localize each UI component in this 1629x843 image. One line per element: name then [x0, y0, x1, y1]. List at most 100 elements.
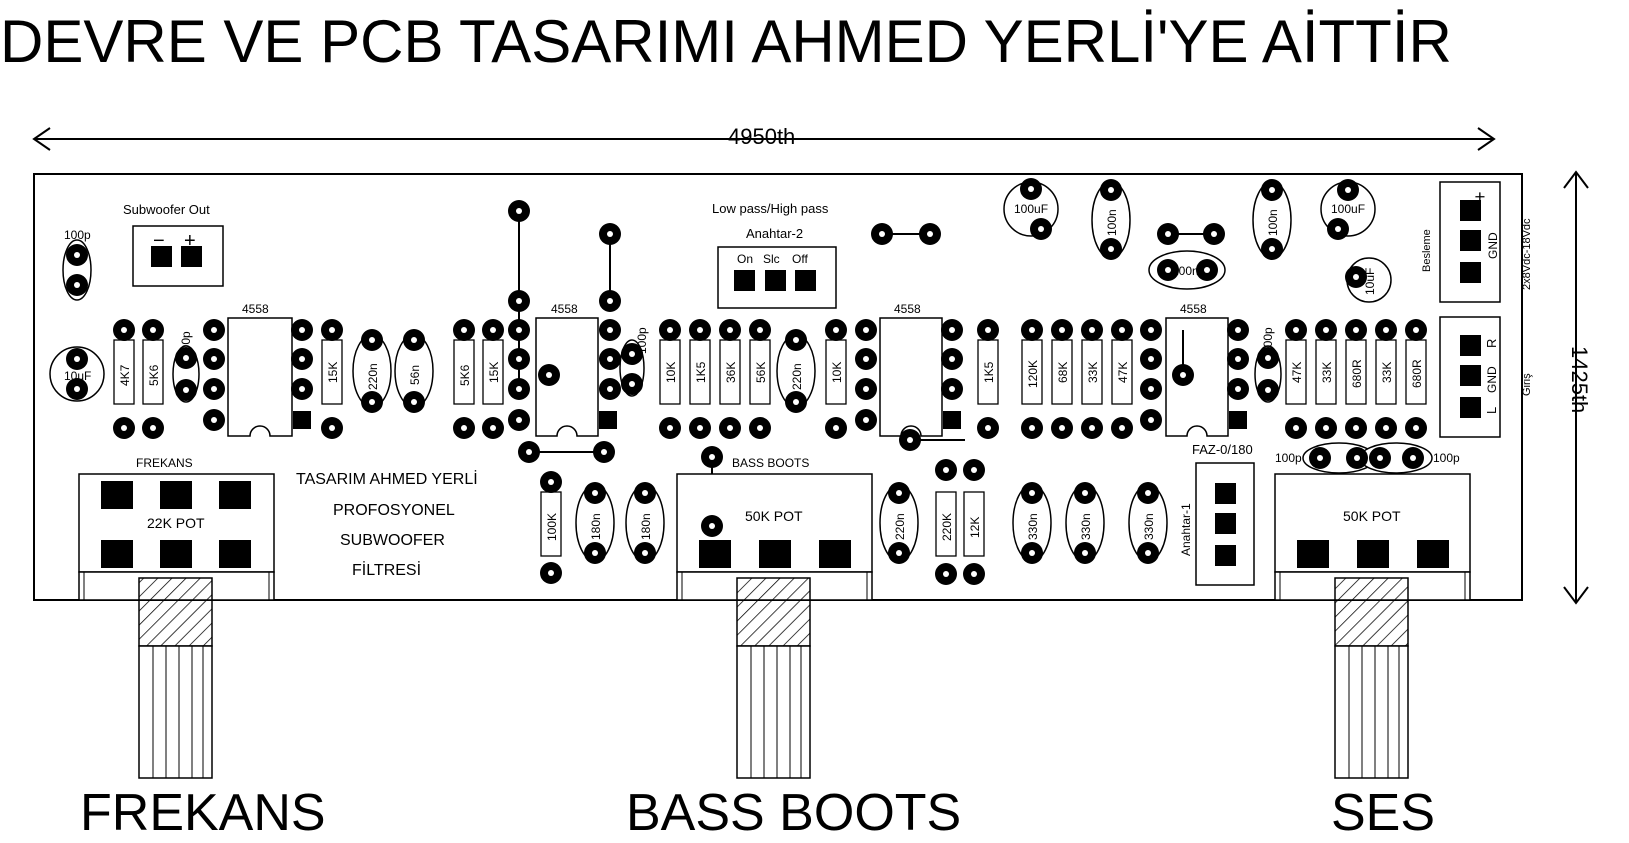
solder-pad-hole	[667, 327, 673, 333]
mode-switch-off: Off	[792, 252, 808, 266]
solder-pad-hole	[1165, 267, 1171, 273]
solder-pad-hole	[697, 425, 703, 431]
solder-pad-hole	[183, 355, 189, 361]
solder-pad-hole	[757, 425, 763, 431]
r-56k-label: 56K	[754, 362, 768, 383]
solder-pad-hole	[592, 550, 598, 556]
input-pin-gnd: GND	[1485, 366, 1499, 393]
power-voltage: 2x8Vdc-18Vdc	[1521, 218, 1533, 290]
ic-2-label: 4558	[551, 302, 578, 316]
solder-pad-hole	[833, 425, 839, 431]
solder-pad-hole	[1165, 231, 1171, 237]
pot-2-caption: BASS BOOTS	[626, 784, 961, 842]
solder-pad-hole	[1108, 187, 1114, 193]
solder-pad-hole	[896, 550, 902, 556]
solder-pad-hole	[642, 490, 648, 496]
solder-pad-hole	[74, 282, 80, 288]
solder-pad-hole	[727, 425, 733, 431]
solder-pad-hole	[299, 327, 305, 333]
designer-note-line-3: SUBWOOFER	[340, 532, 445, 549]
solder-pad-hole	[863, 417, 869, 423]
height-dimension-label: 1425th	[1567, 346, 1592, 413]
solder-pad-hole	[642, 550, 648, 556]
potentiometer-1: FREKANS 22K POT FREKANS	[78, 456, 326, 842]
solder-pad-hole	[1323, 327, 1329, 333]
solder-pad-hole	[971, 467, 977, 473]
mode-switch-on: On	[737, 252, 753, 266]
solder-pad-hole	[1145, 550, 1151, 556]
solder-pad-hole	[1353, 327, 1359, 333]
ic-1: 4558	[227, 302, 293, 437]
solder-pad-hole	[949, 356, 955, 362]
solder-pad-hole	[211, 327, 217, 333]
c-330n-label-a: 330n	[1026, 513, 1040, 540]
solder-pad-hole	[757, 327, 763, 333]
c-180n-label-b: 180n	[639, 513, 653, 540]
input-pin-l: L	[1484, 407, 1499, 414]
potentiometer-2: BASS BOOTS 50K POT BASS BOOTS	[626, 456, 961, 842]
ic-3: 4558	[879, 302, 943, 437]
solder-pad-hole	[1353, 425, 1359, 431]
ic-4: 4558	[1165, 302, 1229, 437]
solder-pad-hole	[1082, 550, 1088, 556]
c-220n-label-c: 220n	[893, 513, 907, 540]
pot-2-section-label: BASS BOOTS	[732, 456, 809, 470]
solder-pad-hole	[1265, 355, 1271, 361]
c-330n-label-b: 330n	[1079, 513, 1093, 540]
solder-pad-hole	[971, 571, 977, 577]
page-title: DEVRE VE PCB TASARIMI AHMED YERLİ'YE AİT…	[0, 8, 1452, 75]
solder-pad-hole	[1413, 327, 1419, 333]
c-100p-label-e: 100p	[1275, 451, 1302, 465]
c-220n-label-a: 220n	[366, 363, 380, 390]
solder-pad-hole	[1059, 327, 1065, 333]
pot-3-caption: SES	[1331, 784, 1435, 842]
potentiometer-3: 50K POT SES	[1274, 473, 1471, 842]
r-12k-label: 12K	[968, 517, 982, 538]
r-15k-label-b: 15K	[487, 362, 501, 383]
pot-3-value: 50K POT	[1343, 508, 1401, 524]
solder-pad-hole	[1335, 226, 1341, 232]
solder-pad-hole	[1323, 425, 1329, 431]
solder-pad-hole	[1377, 455, 1383, 461]
power-label: Besleme	[1421, 229, 1433, 272]
mode-switch-name: Anahtar-2	[746, 226, 803, 241]
solder-pad-hole	[1148, 386, 1154, 392]
c-100p-label-a: 100p	[64, 228, 91, 242]
solder-pad-hole	[709, 454, 715, 460]
solder-pad-hole	[985, 327, 991, 333]
solder-pad-hole	[927, 231, 933, 237]
solder-pad-hole	[1180, 372, 1186, 378]
r-680r-label-b: 680R	[1410, 359, 1424, 388]
solder-pad-hole	[299, 356, 305, 362]
solder-pad-hole	[411, 337, 417, 343]
c-100p-label-d: 100p	[1261, 327, 1275, 354]
solder-pad-hole	[943, 467, 949, 473]
ic-1-label: 4558	[242, 302, 269, 316]
r-33k-label-a: 33K	[1086, 362, 1100, 383]
solder-pad-hole	[793, 337, 799, 343]
r-5k6-label-a: 5K6	[147, 364, 161, 386]
solder-pad-hole	[1038, 226, 1044, 232]
c-56n-label: 56n	[408, 365, 422, 385]
pot-1-value: 22K POT	[147, 515, 205, 531]
solder-pad-hole	[121, 327, 127, 333]
r-680r-label-a: 680R	[1350, 359, 1364, 388]
phase-switch-caption: FAZ-0/180	[1192, 442, 1253, 457]
c-220n-label-b: 220n	[790, 363, 804, 390]
solder-pad-hole	[629, 381, 635, 387]
ic-pin1-markers	[293, 411, 1247, 429]
subwoofer-out-connector	[132, 225, 224, 287]
r-220k-label: 220K	[940, 513, 954, 541]
solder-pad-hole	[1029, 550, 1035, 556]
r-1k5-label-a: 1K5	[694, 361, 708, 383]
r-47k-label-b: 47K	[1290, 362, 1304, 383]
c-100n-label-c: 100n	[1266, 209, 1280, 236]
solder-pad-hole	[211, 386, 217, 392]
solder-pad-hole	[1383, 425, 1389, 431]
solder-pad-hole	[629, 351, 635, 357]
solder-pad-hole	[863, 356, 869, 362]
solder-pad-hole	[1029, 490, 1035, 496]
solder-pad-hole	[607, 327, 613, 333]
pot-2-value: 50K POT	[745, 508, 803, 524]
solder-pad-hole	[74, 386, 80, 392]
